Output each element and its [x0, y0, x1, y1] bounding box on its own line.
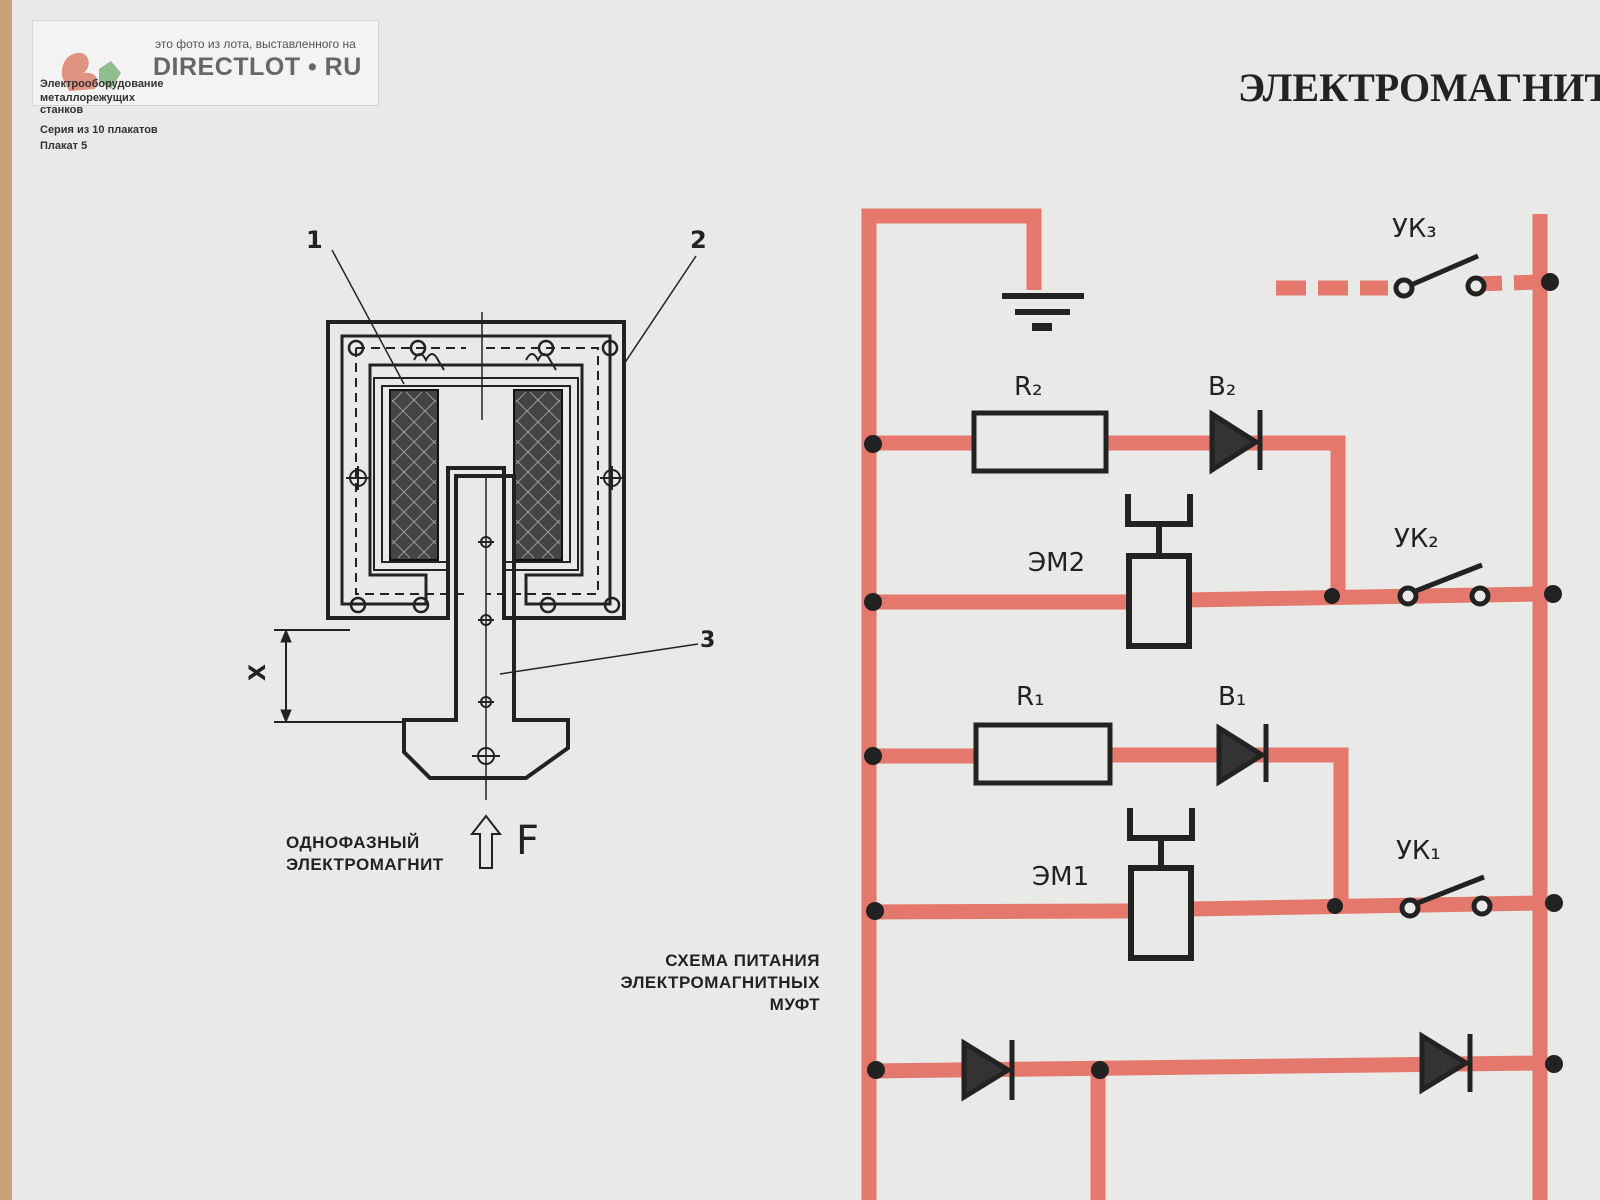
label-uk3: УК₃	[1392, 214, 1437, 244]
circuit-caption: СХЕМА ПИТАНИЯ ЭЛЕКТРОМАГНИТНЫХ МУФТ	[584, 950, 820, 1016]
label-b2: В₂	[1208, 372, 1237, 402]
magnet-inner-frame	[340, 334, 612, 606]
terminal-loops-right	[525, 353, 557, 371]
magnet-outer-frame	[326, 320, 626, 620]
switch-uk3	[1393, 253, 1487, 299]
magnet-caption: ОДНОФАЗНЫЙ ЭЛЕКТРОМАГНИТ	[286, 832, 444, 876]
label-x: X	[245, 664, 271, 681]
armature	[402, 474, 570, 780]
dimension-x	[274, 629, 402, 723]
coil-winding-right	[513, 389, 563, 561]
label-uk2: УК₂	[1394, 524, 1439, 554]
terminal-loops-left	[413, 353, 445, 371]
switch-uk1	[1399, 874, 1493, 919]
leader-2	[623, 255, 697, 365]
label-2: 2	[690, 226, 707, 254]
series-line-3: станков	[40, 104, 84, 116]
watermark: это фото из лота, выставленного на DIREC…	[32, 20, 379, 106]
magnet-caption-line-2: ЭЛЕКТРОМАГНИТ	[286, 855, 444, 874]
diode-b1	[1216, 723, 1269, 787]
flux-path-left	[355, 347, 466, 595]
watermark-caption: это фото из лота, выставленного на	[155, 37, 356, 51]
switch-uk2	[1397, 562, 1491, 607]
series-line-1: Электрооборудование	[40, 78, 164, 90]
resistor-r2	[971, 410, 1109, 474]
leader-1	[331, 249, 405, 385]
coil-winding-left	[389, 389, 439, 561]
leader-3	[499, 643, 699, 675]
label-3: 3	[700, 628, 716, 653]
coil-em2	[1125, 494, 1193, 649]
label-uk1: УК₁	[1396, 836, 1441, 866]
series-info: Серия из 10 плакатов Плакат 5	[40, 122, 158, 154]
series-count: Серия из 10 плакатов	[40, 124, 158, 136]
flux-path-right	[486, 347, 599, 595]
label-b1: В₁	[1218, 682, 1247, 712]
label-r1: R₁	[1016, 682, 1045, 712]
series-line-2: металлорежущих	[40, 92, 135, 104]
resistor-r1	[973, 722, 1113, 786]
circuit-caption-line-2: ЭЛЕКТРОМАГНИТНЫХ	[620, 973, 820, 992]
poster-number: Плакат 5	[40, 140, 88, 152]
series-header: Электрооборудование	[40, 76, 163, 92]
squirrel-logo-icon	[61, 52, 121, 91]
electromagnet-drawing	[274, 249, 699, 869]
frame-rivets	[347, 339, 621, 614]
ground-symbol	[1002, 293, 1084, 331]
circuit-caption-line-3: МУФТ	[769, 995, 820, 1014]
coil-frame	[373, 377, 579, 571]
coil-em1	[1127, 808, 1195, 961]
magnet-caption-line-1: ОДНОФАЗНЫЙ	[286, 833, 420, 852]
circuit-caption-line-1: СХЕМА ПИТАНИЯ	[665, 951, 820, 970]
series-header-2: металлорежущих станков	[40, 90, 135, 118]
watermark-brand[interactable]: DIRECTLOT • RU	[153, 53, 362, 81]
side-bolts	[346, 466, 624, 490]
label-r2: R₂	[1014, 372, 1043, 402]
poster-sheet: это фото из лота, выставленного на DIREC…	[12, 0, 1600, 1200]
diode-bottom-right	[1419, 1031, 1473, 1095]
poster-drawing	[274, 208, 1563, 1200]
label-em2: ЭМ2	[1028, 548, 1086, 578]
label-1: 1	[306, 226, 323, 254]
diode-b2	[1209, 409, 1263, 475]
circuit-diagram	[861, 208, 1563, 1200]
label-f: F	[516, 818, 540, 864]
poster-title: ЭЛЕКТРОМАГНИТ	[1238, 65, 1600, 110]
force-arrow	[469, 814, 503, 869]
junction-dots	[864, 273, 1563, 1079]
coil-hatch	[391, 391, 561, 559]
center-axis	[481, 312, 487, 800]
label-em1: ЭМ1	[1032, 862, 1090, 892]
diode-bottom-left	[961, 1038, 1015, 1102]
